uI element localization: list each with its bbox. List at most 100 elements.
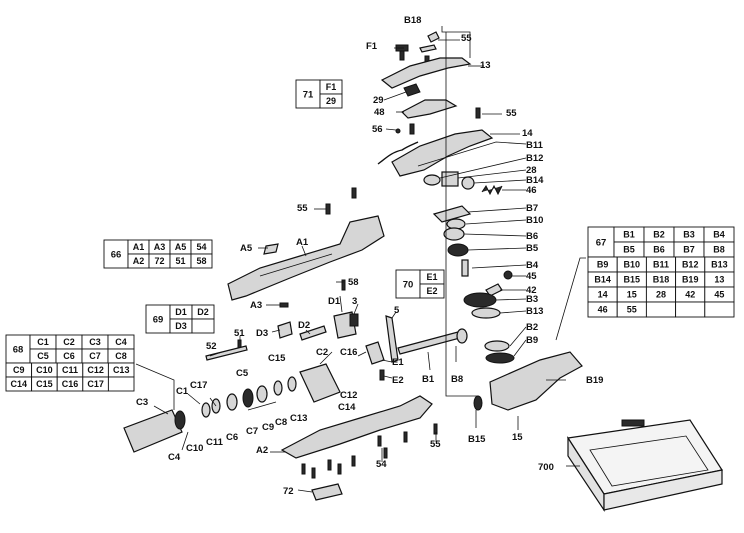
callout-label: C6 bbox=[226, 432, 238, 443]
part-b7 bbox=[432, 205, 472, 223]
callout-label: B8 bbox=[451, 374, 463, 385]
group-cell bbox=[675, 301, 706, 318]
group-cell-label: B14 bbox=[594, 275, 611, 285]
callout-label: 29 bbox=[373, 95, 384, 106]
group-cell-label: 55 bbox=[627, 305, 637, 315]
group-number: 66 bbox=[111, 250, 122, 261]
callout-label: F1 bbox=[366, 41, 378, 52]
callout-label: 55 bbox=[297, 203, 308, 214]
group-cell-label: C12 bbox=[87, 365, 104, 375]
callout-label: 5 bbox=[394, 305, 400, 316]
callout-label: 55 bbox=[506, 108, 517, 119]
callout-label: C3 bbox=[136, 397, 148, 408]
group-cell-label: C17 bbox=[87, 379, 104, 389]
callout-label: 45 bbox=[526, 271, 537, 282]
group-cell-label: C3 bbox=[89, 337, 101, 347]
group-cell-label: 13 bbox=[714, 275, 724, 285]
group-number-cell bbox=[145, 304, 171, 334]
group-number: 70 bbox=[403, 280, 414, 291]
callout-label: D2 bbox=[298, 320, 310, 331]
group-cell-label: B5 bbox=[623, 245, 635, 255]
part-a5 bbox=[263, 243, 279, 255]
part-48-plate bbox=[400, 99, 458, 119]
callout-label: C17 bbox=[190, 380, 207, 391]
callout-label: A5 bbox=[240, 243, 253, 254]
callout-label: C7 bbox=[246, 426, 258, 437]
group-cell-label: B6 bbox=[653, 245, 665, 255]
group-cell-label: 54 bbox=[196, 242, 206, 252]
group-cell-label: C8 bbox=[115, 351, 127, 361]
part-29 bbox=[403, 83, 421, 97]
group-cell-label: 51 bbox=[175, 256, 185, 266]
callout-label: 55 bbox=[430, 439, 441, 450]
callout-label: E1 bbox=[392, 357, 404, 368]
callout-label: 3 bbox=[352, 296, 357, 307]
pin-56 bbox=[395, 128, 401, 134]
callout-label: B2 bbox=[526, 322, 538, 333]
callout-label: 14 bbox=[522, 128, 533, 139]
leader-lines bbox=[135, 26, 586, 493]
part-d3 bbox=[277, 321, 293, 339]
group-cell-label: A3 bbox=[154, 242, 166, 252]
group-cell-label: E2 bbox=[426, 286, 437, 296]
group-cell-label: 42 bbox=[685, 290, 695, 300]
group-cell-label: B19 bbox=[682, 275, 699, 285]
part-e2 bbox=[379, 369, 385, 381]
screw-b18-small bbox=[351, 187, 357, 199]
housing-edge bbox=[259, 253, 333, 277]
part-b6 bbox=[443, 227, 465, 241]
callout-label: 42 bbox=[526, 285, 537, 296]
part-b10 bbox=[446, 218, 466, 230]
group-cell-label: C15 bbox=[36, 379, 53, 389]
group-cell-label: 72 bbox=[154, 256, 164, 266]
group-cell bbox=[191, 318, 215, 334]
callout-label: A3 bbox=[250, 300, 262, 311]
group-cell-label: B15 bbox=[624, 275, 641, 285]
part-45 bbox=[503, 270, 513, 280]
group-number-cell bbox=[295, 79, 321, 109]
group-cell-label: B2 bbox=[653, 230, 665, 240]
group-cell-label: B9 bbox=[597, 260, 609, 270]
callout-label: B11 bbox=[526, 140, 544, 151]
part-b2 bbox=[484, 340, 510, 352]
callout-label: C4 bbox=[168, 452, 181, 463]
group-cell-label: D2 bbox=[197, 307, 209, 317]
group-cell bbox=[107, 376, 135, 392]
callout-label: C14 bbox=[338, 402, 356, 413]
group-number: 71 bbox=[303, 90, 314, 101]
callout-label: B7 bbox=[526, 203, 538, 214]
part-14-handle-top bbox=[391, 129, 494, 177]
callout-label: D3 bbox=[256, 328, 268, 339]
screw-55-left bbox=[325, 203, 331, 215]
group-cell-label: C1 bbox=[37, 337, 49, 347]
part-b18-clip bbox=[419, 31, 440, 53]
group-cell-label: B12 bbox=[682, 260, 699, 270]
part-e1 bbox=[365, 341, 385, 365]
part-15-housing bbox=[489, 351, 583, 411]
callout-label: C5 bbox=[236, 368, 249, 379]
group-number-cell bbox=[103, 239, 129, 269]
screw-f1 bbox=[395, 44, 409, 61]
group-cell bbox=[419, 283, 445, 299]
wire bbox=[377, 141, 419, 165]
screw-55-right bbox=[475, 107, 481, 119]
callout-label: B13 bbox=[526, 306, 543, 317]
group-cell bbox=[190, 253, 213, 269]
callout-label: 52 bbox=[206, 341, 217, 352]
group-number: 68 bbox=[13, 345, 24, 356]
group-cell-label: B4 bbox=[713, 230, 725, 240]
part-3 bbox=[349, 313, 359, 327]
callout-label: B5 bbox=[526, 243, 539, 254]
gear-train-c bbox=[201, 376, 297, 418]
callout-label: B1 bbox=[422, 374, 435, 385]
group-cell-label: B13 bbox=[711, 260, 728, 270]
group-cell bbox=[319, 93, 343, 109]
group-cell-label: C11 bbox=[62, 365, 78, 375]
group-cell-label: D3 bbox=[175, 321, 187, 331]
part-13-lever bbox=[380, 57, 472, 89]
